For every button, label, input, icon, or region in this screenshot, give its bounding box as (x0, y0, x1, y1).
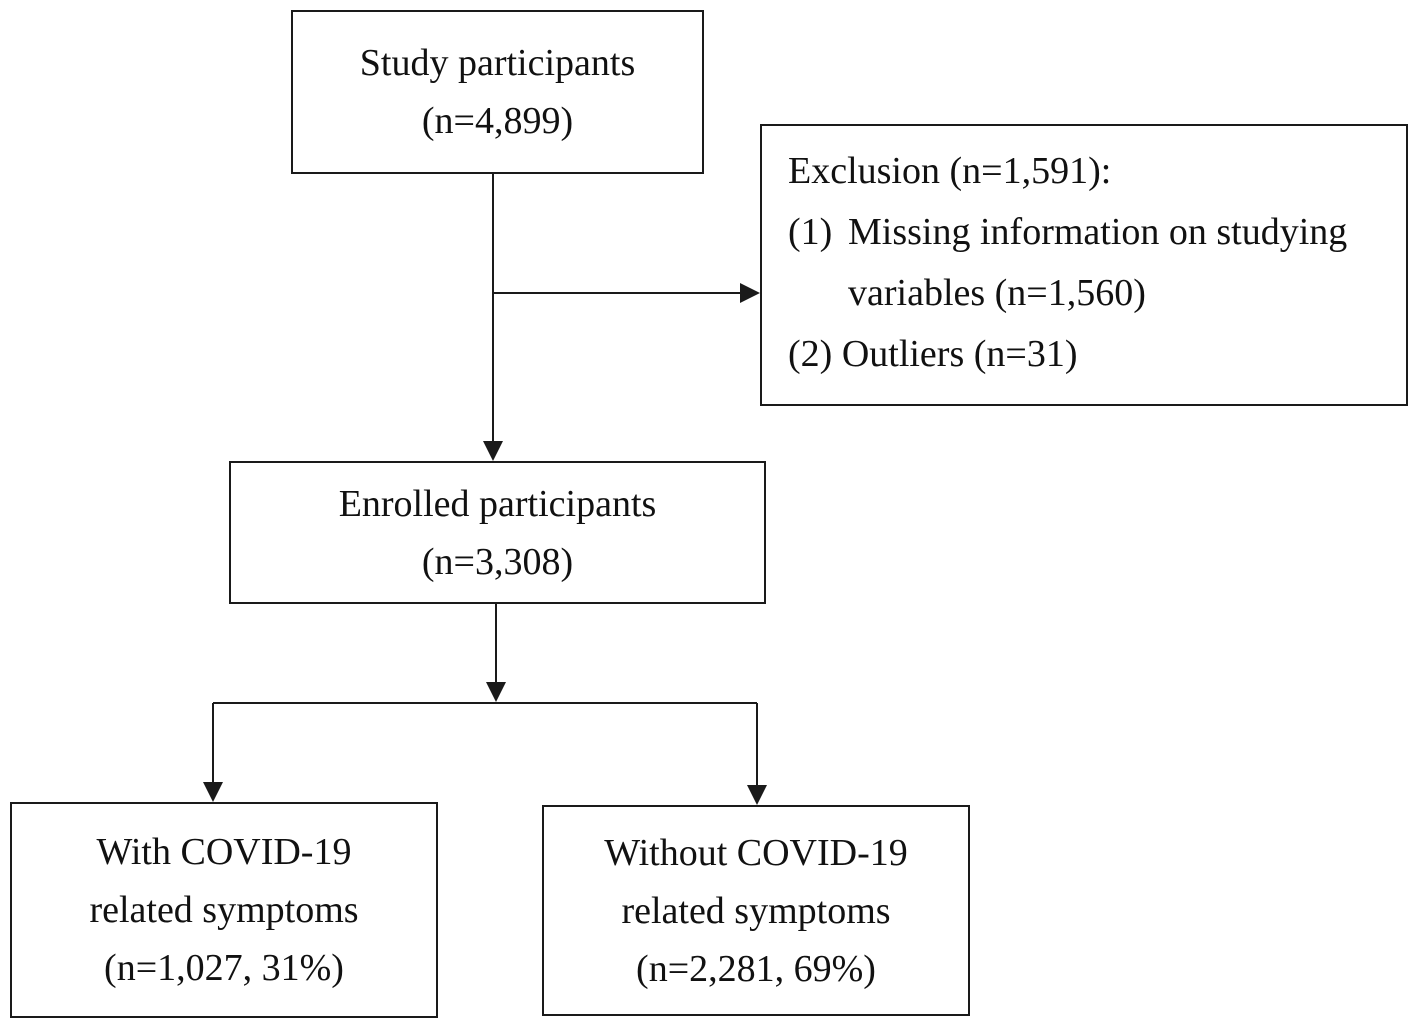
without-symptoms-count: (n=2,281, 69%) (636, 947, 876, 990)
enrolled-participants-box: Enrolled participants (n=3,308) (229, 461, 766, 604)
exclusion-title: Exclusion (n=1,591): (788, 150, 1112, 192)
with-symptoms-line2: related symptoms (89, 889, 359, 931)
with-symptoms-count: (n=1,027, 31%) (104, 947, 344, 989)
exclusion-item-1-text: Missing information on studying (848, 211, 1348, 253)
study-participants-count: (n=4,899) (421, 100, 574, 142)
exclusion-item-1-continuation: variables (n=1,560) (848, 272, 1146, 314)
arrowhead-to-exclusion (740, 283, 760, 303)
with-symptoms-line1: With COVID-19 (96, 831, 352, 873)
exclusion-box: Exclusion (n=1,591): (1) Missing informat… (760, 124, 1408, 406)
arrowhead-to-split (486, 682, 506, 702)
arrowhead-to-without (747, 785, 767, 805)
exclusion-item-2-number: (2) (788, 333, 833, 375)
exclusion-item-1-number: (1) (788, 211, 833, 253)
exclusion-item-2: (2) Outliers (n=31) (788, 324, 1406, 385)
without-symptoms-line2: related symptoms (621, 889, 891, 932)
enrolled-participants-count: (n=3,308) (421, 540, 574, 583)
study-participants-box: Study participants (n=4,899) (291, 10, 704, 174)
enrolled-participants-label: Enrolled participants (338, 482, 657, 525)
arrowhead-to-enrolled (483, 441, 503, 461)
study-participants-label: Study participants (359, 42, 636, 84)
without-symptoms-line1: Without COVID-19 (604, 831, 908, 874)
exclusion-item-2-text: Outliers (n=31) (841, 333, 1078, 375)
without-symptoms-box: Without COVID-19 related symptoms (n=2,2… (542, 805, 970, 1016)
arrowhead-to-with (203, 782, 223, 802)
with-symptoms-box: With COVID-19 related symptoms (n=1,027,… (10, 802, 438, 1018)
exclusion-item-1: (1) Missing information on studying (788, 202, 1406, 263)
